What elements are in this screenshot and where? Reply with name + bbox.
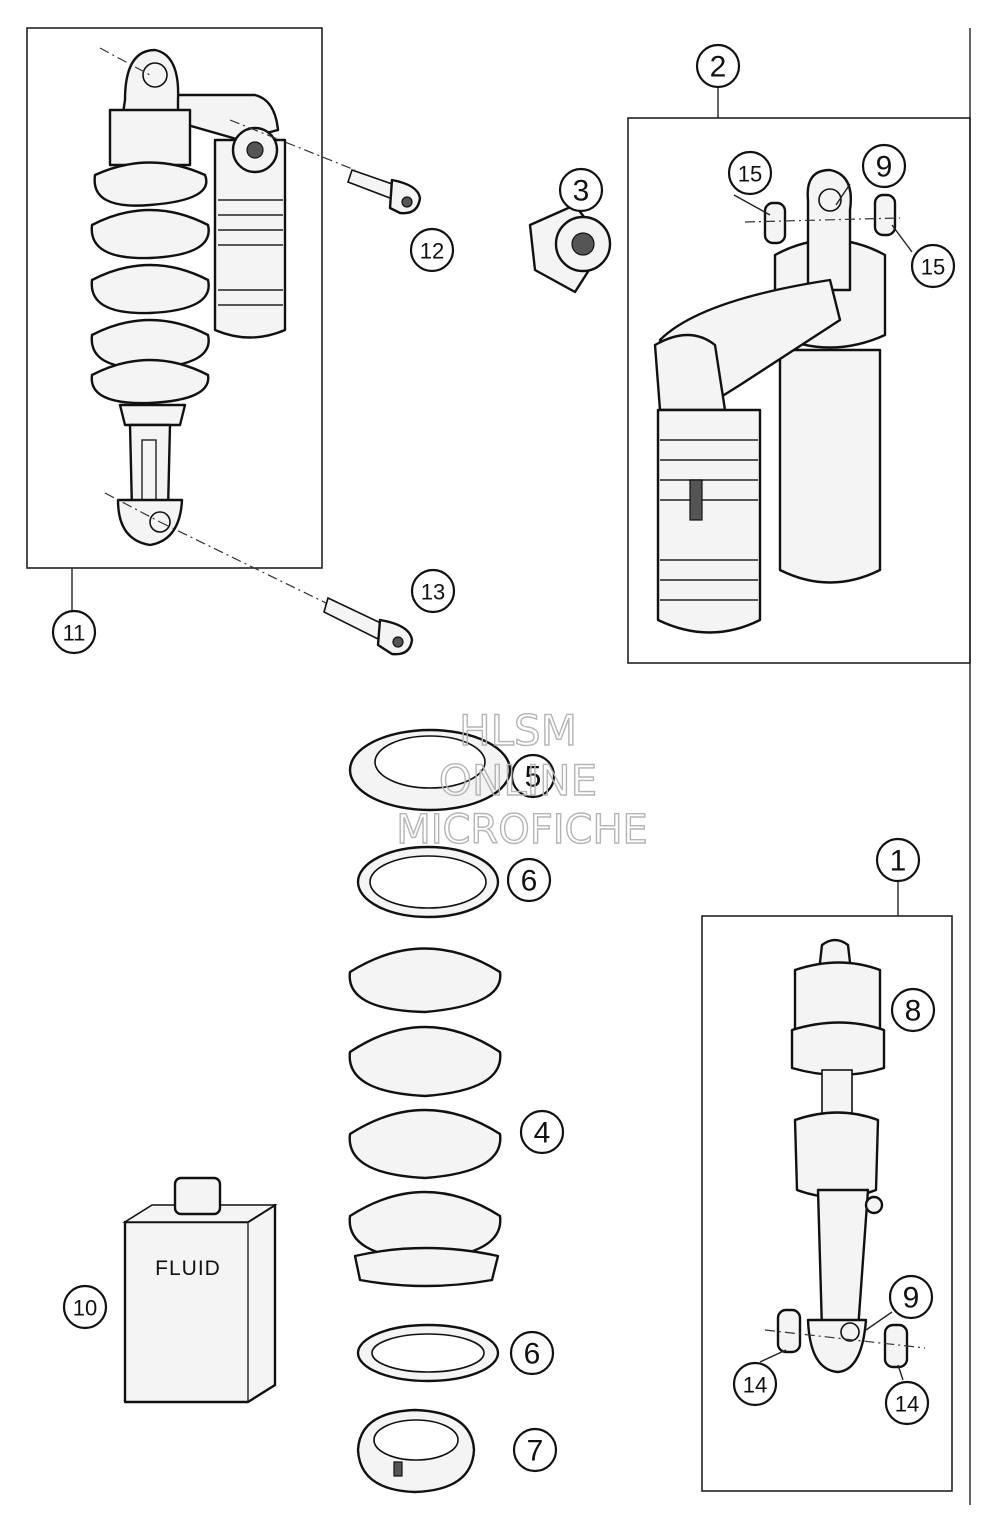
callout-5: 5: [510, 753, 556, 799]
watermark-line-3: MICROFICHE: [396, 807, 648, 853]
callout-15-right: 15: [910, 243, 956, 289]
assembly-2-damper: [627, 86, 971, 664]
svg-text:9: 9: [903, 1282, 920, 1315]
callout-9-bottom: 9: [888, 1274, 934, 1320]
leader-lines: [733, 183, 913, 1381]
svg-text:7: 7: [527, 1435, 544, 1468]
svg-text:15: 15: [738, 162, 762, 187]
assembly-11-complete-shock: [26, 27, 356, 612]
callout-15-left: 15: [727, 150, 773, 196]
part-5-adjusting-nut: [348, 728, 512, 812]
svg-text:9: 9: [876, 151, 893, 184]
callout-8: 8: [890, 987, 936, 1033]
svg-text:1: 1: [890, 845, 907, 878]
svg-text:3: 3: [573, 175, 590, 208]
callout-6-top: 6: [506, 857, 552, 903]
callout-3: 3: [558, 167, 604, 213]
part-6-washer-bottom: [356, 1323, 500, 1383]
watermark-line-1: HLSM: [459, 706, 577, 755]
callout-4: 4: [519, 1109, 565, 1155]
callout-14-right: 14: [884, 1380, 930, 1426]
callout-1: 1: [875, 837, 921, 883]
part-4-spring: [348, 947, 502, 1288]
fluid-label: FLUID: [155, 1257, 221, 1280]
callout-10: 10: [62, 1284, 108, 1330]
callout-11: 11: [51, 609, 97, 655]
part-6-washer-top: [356, 845, 500, 919]
part-7-spring-retainer: [356, 1408, 476, 1494]
part-10-fluid-container: FLUID: [122, 1176, 278, 1404]
callout-12: 12: [409, 227, 455, 273]
svg-text:12: 12: [420, 239, 444, 264]
svg-text:2: 2: [710, 51, 727, 84]
assembly-11-frame: [26, 27, 323, 569]
svg-text:13: 13: [421, 580, 445, 605]
assembly-1-frame: [701, 915, 953, 1492]
svg-text:6: 6: [524, 1338, 541, 1371]
svg-text:11: 11: [63, 621, 86, 646]
watermark-line-2: ONLINE: [439, 756, 597, 805]
svg-text:15: 15: [921, 255, 945, 280]
svg-text:8: 8: [905, 995, 922, 1028]
svg-text:10: 10: [73, 1296, 97, 1321]
svg-text:14: 14: [743, 1373, 767, 1398]
callout-13: 13: [410, 568, 456, 614]
bolt-12: [346, 168, 422, 215]
assembly-2-frame: [627, 117, 971, 664]
svg-text:14: 14: [895, 1392, 919, 1417]
svg-text:6: 6: [521, 865, 538, 898]
bolt-13: [323, 596, 414, 656]
svg-text:5: 5: [525, 761, 542, 794]
callout-9-top: 9: [861, 143, 907, 189]
part-3-adjuster: [528, 203, 612, 294]
callout-2: 2: [695, 43, 741, 89]
svg-text:4: 4: [534, 1117, 551, 1150]
callout-6-bottom: 6: [509, 1330, 555, 1376]
assembly-1-piston-rod: [701, 882, 953, 1492]
callout-7: 7: [512, 1427, 558, 1473]
watermark: HLSM ONLINE MICROFICHE: [395, 705, 648, 853]
callout-14-left: 14: [732, 1361, 778, 1407]
